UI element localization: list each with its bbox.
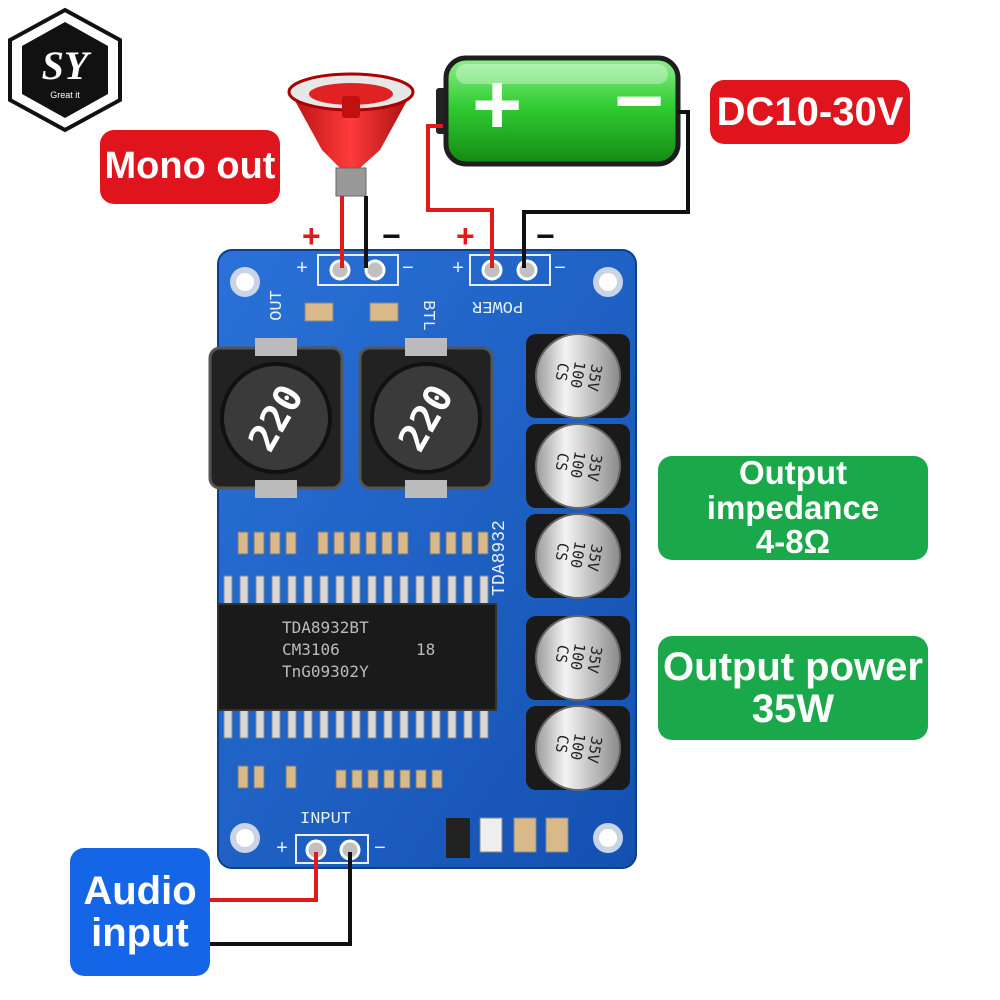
speaker-minus-sign: − — [382, 218, 401, 254]
power-plus-wire — [426, 124, 494, 268]
chip-pins — [223, 575, 489, 739]
top-smd-parts — [304, 302, 399, 322]
output-impedance-label: Output impedance 4-8Ω — [658, 454, 928, 561]
pcb-btl-label: BTL — [417, 300, 437, 331]
cap1-mark: 35V 100 CS — [548, 341, 607, 409]
pcb-board-name: TDA8932 — [489, 520, 510, 596]
speaker-icon — [287, 72, 415, 197]
capacitor-2 — [526, 423, 630, 509]
power-minus-wire — [522, 110, 690, 268]
pcb-out-label: OUT — [267, 290, 287, 321]
cap5-mark: 35V 100 CS — [548, 713, 607, 781]
chip-line1: TDA8932BT — [282, 618, 369, 637]
cap3-mark: 35V 100 CS — [548, 521, 607, 589]
pcb-out-minus: − — [402, 258, 415, 281]
output-power-line1: Output power — [663, 645, 923, 689]
inductor-left — [208, 338, 344, 498]
pcb-power-label: POWER — [472, 296, 524, 315]
pcb-out-plus: + — [296, 258, 309, 281]
capacitor-1 — [526, 333, 630, 419]
input-minus-wire — [208, 852, 352, 946]
power-plus-sign: + — [456, 218, 475, 254]
mono-out-text: Mono out — [104, 145, 276, 188]
output-power-line2: 35W — [751, 687, 835, 731]
chip-line3: TnG09302Y — [282, 662, 369, 681]
pcb-power-plus: + — [452, 258, 465, 281]
cap2-mark: 35V 100 CS — [548, 431, 607, 499]
capacitor-5 — [526, 705, 630, 791]
battery-plus-sign: + — [472, 57, 523, 153]
chip-body — [217, 603, 497, 711]
cap4-mark: 35V 100 CS — [548, 623, 607, 691]
output-impedance-line2: 4-8Ω — [755, 523, 831, 561]
pcb-input-plus: + — [276, 838, 289, 861]
dc-voltage-label: DC10-30V — [710, 80, 910, 144]
mounting-holes — [230, 267, 623, 853]
capacitor-4 — [526, 615, 630, 701]
output-power-label: Output power 35W — [658, 636, 928, 740]
audio-input-label: Audio input — [70, 848, 210, 976]
logo-text: SY — [41, 43, 89, 88]
chip-line2: CM3106 — [282, 640, 340, 659]
mono-out-label: Mono out — [100, 130, 280, 204]
pcb-power-minus: − — [554, 258, 567, 281]
resistor-row-upper — [237, 531, 489, 555]
input-plus-wire — [208, 852, 318, 902]
brand-logo — [8, 7, 122, 133]
pcb-input-label: INPUT — [300, 810, 352, 829]
battery-minus-sign: − — [614, 53, 665, 149]
bottom-smd-parts — [446, 817, 569, 858]
audio-input-line2: input — [91, 911, 189, 955]
power-minus-sign: − — [536, 218, 555, 254]
inductor-right — [358, 338, 494, 498]
capacitor-3 — [526, 513, 630, 599]
chip-code: 18 — [416, 640, 436, 659]
audio-input-line1: Audio — [83, 869, 197, 913]
dc-voltage-text: DC10-30V — [716, 90, 904, 134]
pcb-input-minus: − — [374, 838, 387, 861]
speaker-plus-sign: + — [302, 218, 321, 254]
logo-tagline: Great it — [50, 90, 80, 100]
resistor-row-lower — [237, 765, 443, 789]
output-impedance-line1: Output impedance — [706, 454, 880, 526]
